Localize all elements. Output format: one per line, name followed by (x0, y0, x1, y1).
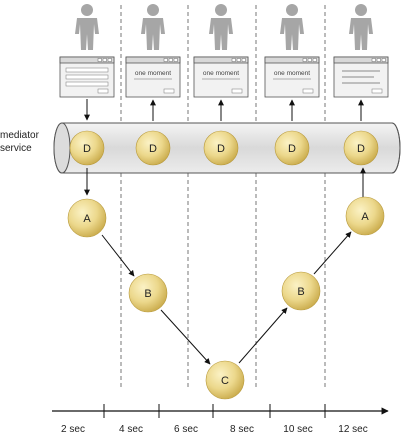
window-arrows (84, 99, 364, 121)
user-icon (75, 4, 99, 50)
flow-arrow (160, 309, 211, 365)
mediator-label-line2: service (0, 143, 32, 154)
node-label: C (221, 375, 229, 387)
mediator-node-d: D (203, 130, 239, 166)
mediator-node-d: D (69, 130, 105, 166)
user-icon (209, 4, 233, 50)
user-icon (280, 4, 304, 50)
tube-end-right-edge (391, 122, 401, 174)
flow-arrow (238, 307, 288, 364)
window-status-text: one moment (135, 70, 171, 77)
timeline-label: 4 sec (119, 424, 143, 435)
browser-window: one moment (264, 56, 320, 98)
browser-window (59, 56, 115, 98)
node-label: A (83, 213, 91, 225)
window-status-text: one moment (203, 70, 239, 77)
flow-node-a: A (345, 196, 385, 236)
node-label: D (217, 143, 225, 155)
time-separators (120, 5, 326, 390)
flow-arrow (101, 234, 135, 277)
flow-node-a: A (67, 198, 107, 238)
window-status-text: one moment (274, 70, 310, 77)
node-label: D (288, 143, 296, 155)
flow-node-b: B (128, 273, 168, 313)
tube-end-left (53, 122, 71, 174)
node-label: D (357, 143, 365, 155)
flow-node-c: C (205, 360, 245, 400)
timeline-label: 6 sec (174, 424, 198, 435)
node-label: A (361, 211, 369, 223)
mediator-node-d: D (135, 130, 171, 166)
node-label: D (83, 143, 91, 155)
browser-window (333, 56, 389, 98)
users-row (75, 4, 373, 50)
user-icon (349, 4, 373, 50)
timeline-label: 10 sec (283, 424, 312, 435)
node-label: D (149, 143, 157, 155)
user-icon (141, 4, 165, 50)
timeline: 2 sec 4 sec 6 sec 8 sec 10 sec 12 sec (52, 404, 389, 435)
flow-arrow (313, 231, 352, 275)
node-label: B (297, 286, 304, 298)
mediator-node-d: D (343, 130, 379, 166)
flow-nodes: A B C B A (67, 196, 385, 400)
node-label: B (144, 288, 151, 300)
mediator-node-d: D (274, 130, 310, 166)
mediator-label-line1: mediator (0, 130, 40, 141)
timeline-label: 12 sec (338, 424, 367, 435)
browser-window: one moment (125, 56, 181, 98)
windows-row: one moment one moment one moment (59, 56, 389, 98)
flow-node-b: B (281, 271, 321, 311)
timeline-label: 2 sec (61, 424, 85, 435)
flow-arrows (84, 167, 366, 365)
timeline-label: 8 sec (230, 424, 254, 435)
browser-window: one moment (193, 56, 249, 98)
